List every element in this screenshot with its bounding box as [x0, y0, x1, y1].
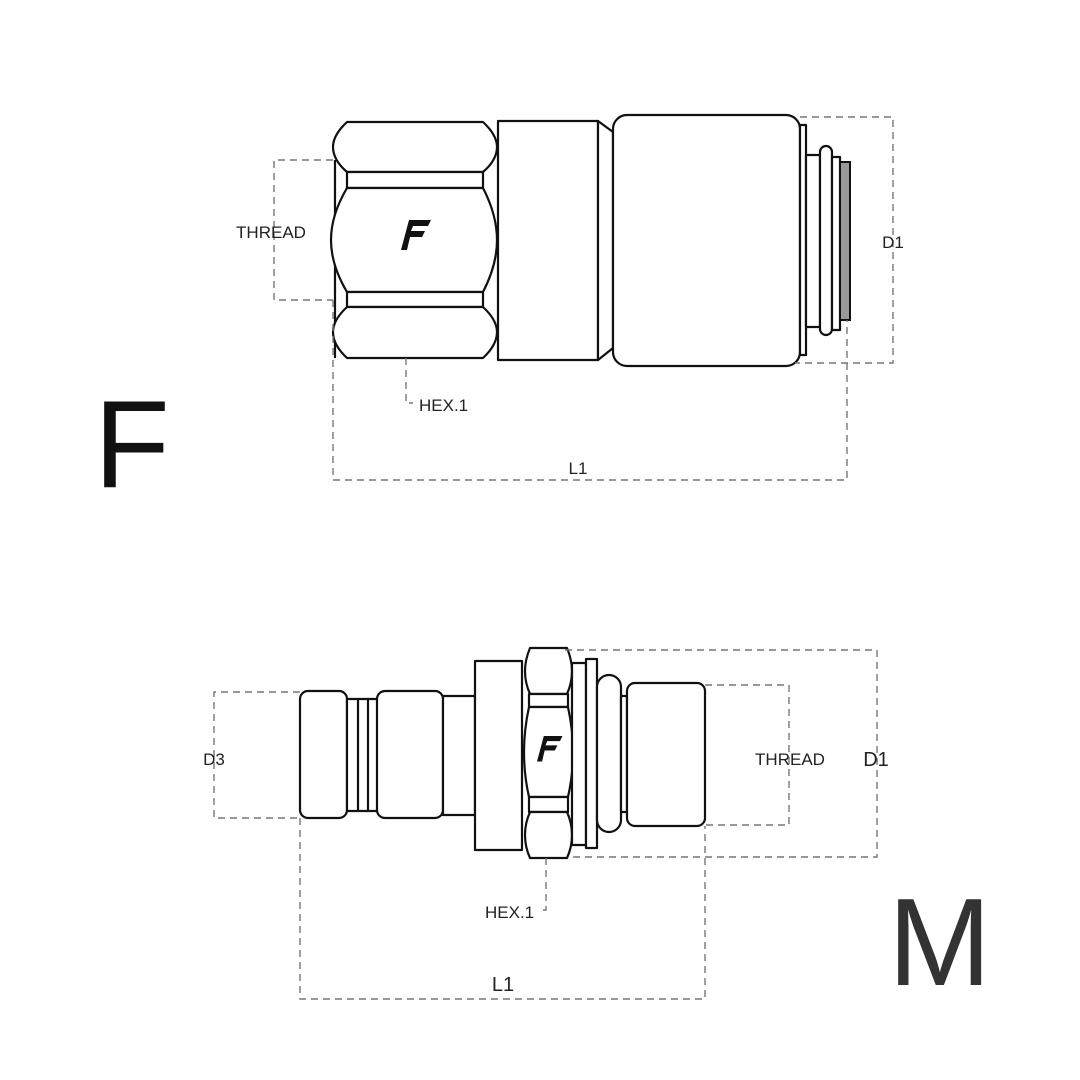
female-variant-label: F [94, 376, 170, 514]
female-l1-label: L1 [569, 459, 588, 478]
male-sleeve [625, 681, 707, 828]
male-thread-dimension [705, 684, 790, 826]
male-tip [298, 689, 349, 820]
female-hex-label: HEX.1 [419, 396, 468, 415]
male-hex-nut [522, 646, 575, 860]
female-thread-label: THREAD [236, 223, 306, 242]
male-thread-label: THREAD [755, 750, 825, 769]
male-l1-dimension [299, 818, 706, 1000]
female-fitting: THREAD D1 HEX.1 L1 F [94, 113, 904, 514]
female-chamfer [596, 119, 615, 362]
male-o-ring [595, 673, 623, 834]
female-tip [830, 155, 842, 332]
male-shank [441, 694, 477, 817]
female-neck [804, 153, 822, 329]
female-thread-dimension [273, 159, 333, 301]
female-d1-label: D1 [882, 233, 904, 252]
male-d1-dimension [565, 649, 878, 858]
male-fitting: D3 THREAD D1 HEX.1 L1 M [203, 646, 991, 1012]
female-l1-dimension [332, 300, 848, 481]
female-hex-dimension [405, 358, 413, 404]
male-flange [473, 659, 524, 852]
male-l1-label: L1 [492, 974, 514, 996]
male-d3-label: D3 [203, 750, 225, 769]
male-ring [584, 657, 599, 850]
female-sleeve [611, 113, 802, 368]
male-hex-label: HEX.1 [485, 903, 534, 922]
male-collar [375, 689, 445, 820]
male-variant-label: M [888, 874, 991, 1012]
male-groove [345, 697, 380, 813]
female-hex-nut [329, 120, 499, 360]
male-washer [570, 661, 588, 847]
female-o-ring [818, 144, 834, 337]
male-hex-dimension [538, 858, 547, 911]
female-seal [839, 161, 851, 321]
male-d3-dimension [213, 691, 300, 819]
female-d1-dimension [795, 116, 894, 364]
male-d1-label: D1 [863, 749, 889, 771]
female-body [496, 119, 600, 362]
